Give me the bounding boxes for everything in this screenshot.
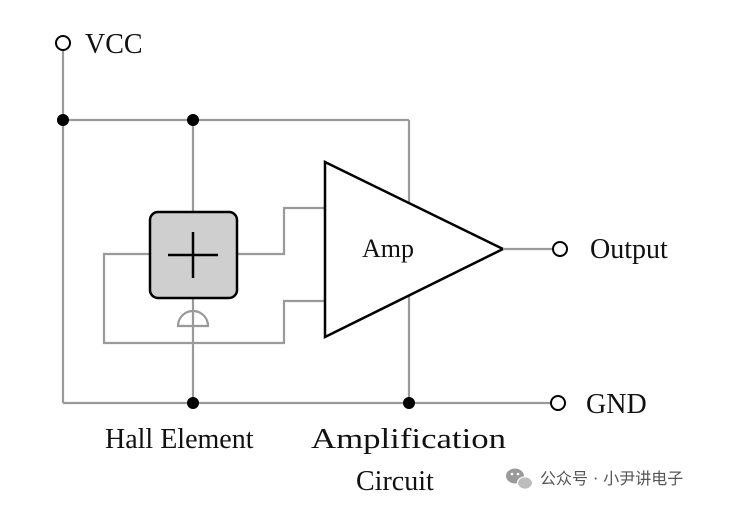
- amplification-circuit-label-line1: Amplification: [311, 424, 506, 455]
- output-label: Output: [590, 234, 668, 265]
- amplification-circuit-label-line2: Circuit: [356, 466, 434, 497]
- gnd-label: GND: [586, 389, 647, 420]
- node-vcc-hall: [187, 114, 199, 126]
- vcc-terminal: [55, 35, 71, 51]
- amp-label: Amp: [362, 234, 414, 263]
- hall-element-label: Hall Element: [105, 424, 254, 455]
- vcc-label: VCC: [85, 29, 143, 60]
- wechat-icon: [506, 468, 534, 490]
- gnd-terminal: [550, 395, 566, 411]
- amplifier-triangle: [323, 159, 506, 340]
- hall-left-output-wire: [102, 252, 325, 345]
- output-terminal: [552, 241, 568, 257]
- node-gnd-hall: [187, 397, 199, 409]
- watermark-text: 公众号 · 小尹讲电子: [540, 469, 683, 488]
- hall-ground-wire-with-crossover: [176, 298, 210, 403]
- hall-right-output-wire: [237, 206, 325, 256]
- node-gnd-amp: [403, 397, 415, 409]
- node-vcc-left: [57, 114, 69, 126]
